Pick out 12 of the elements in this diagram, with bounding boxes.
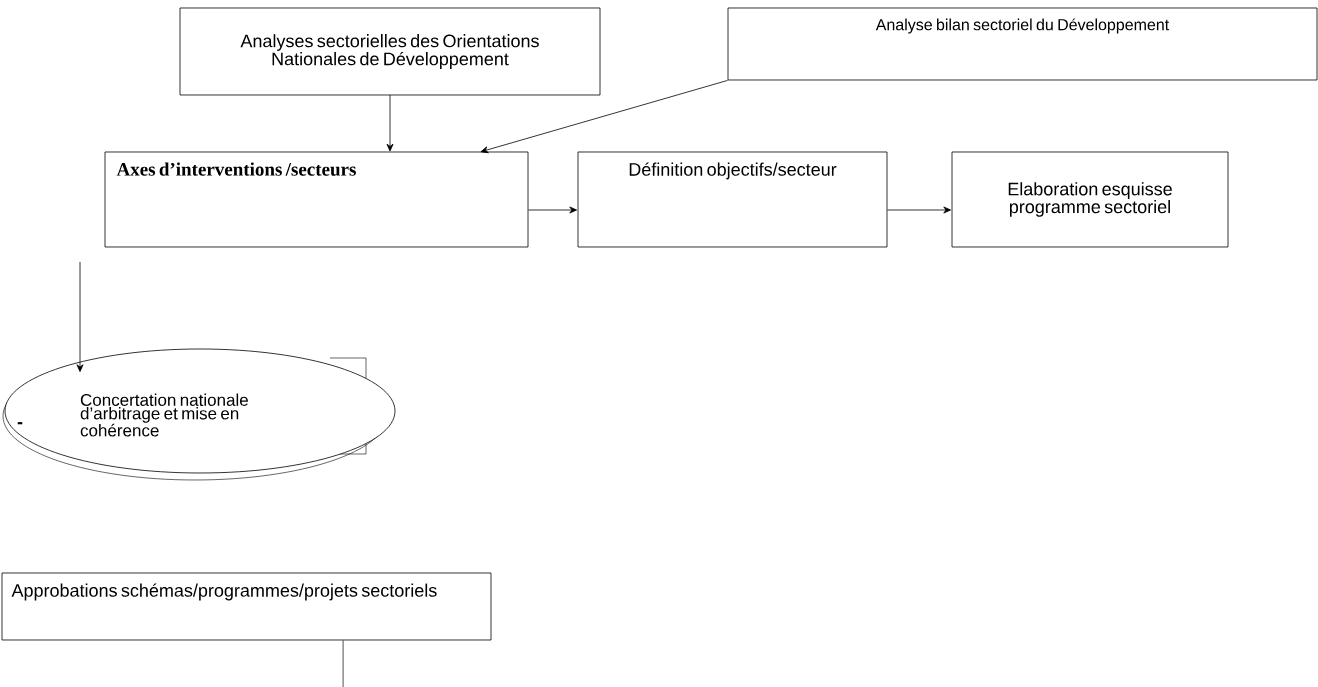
arrow (386, 94, 394, 152)
bullet-dash: - (17, 422, 23, 425)
process-box: Analyse bilan sectoriel du Développement (727, 7, 1318, 81)
process-box: Définition objectifs/secteur (577, 151, 888, 248)
arrow (480, 80, 728, 154)
process-box: Analyses sectorielles des Orientations Nationales de Développement (179, 7, 601, 96)
process-box: Axes d’interventions /secteurs (104, 151, 529, 248)
arrow (528, 206, 577, 214)
arrow (76, 261, 84, 372)
arrow (887, 206, 951, 214)
process-box: Elaboration esquisse programme sectoriel (951, 151, 1229, 248)
process-box: Approbations schémas/programmes/projets sectoriels (1, 572, 492, 641)
